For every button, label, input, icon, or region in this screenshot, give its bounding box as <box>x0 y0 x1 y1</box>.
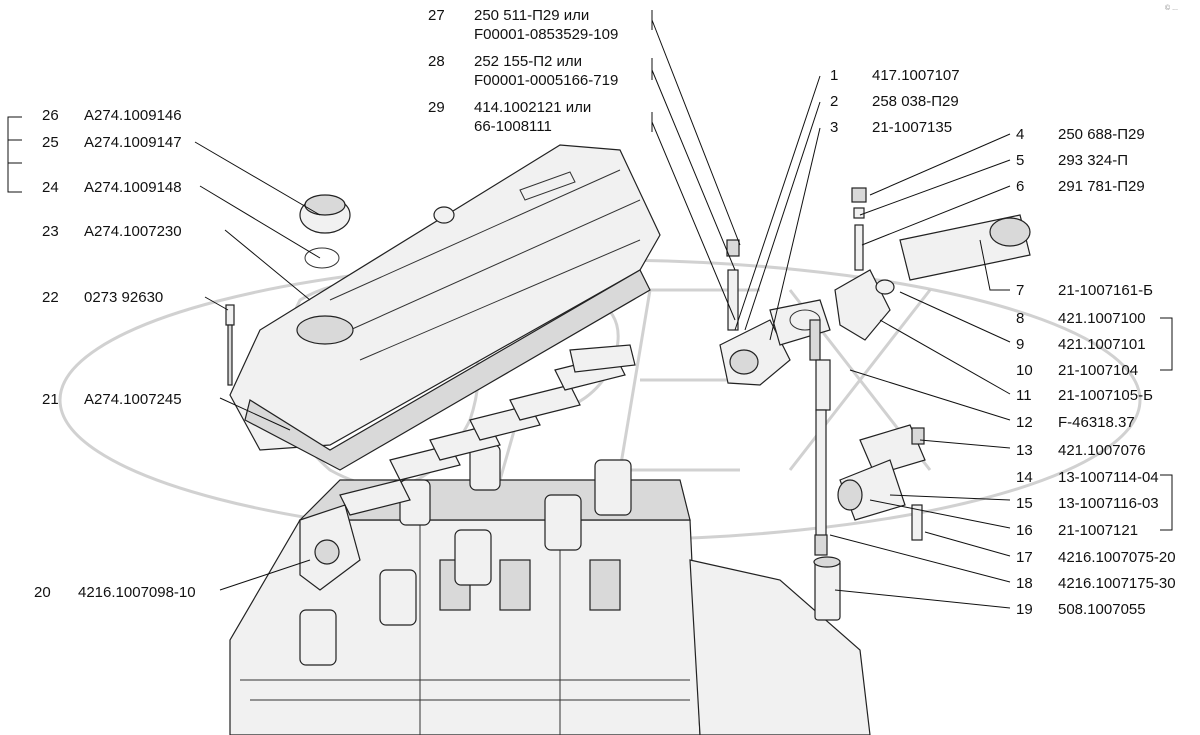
part-number-9: 421.1007101 <box>1058 336 1146 353</box>
part-number-14: 13-1007114-04 <box>1058 469 1159 486</box>
callout-number-18: 18 <box>1016 575 1033 592</box>
rocker-shaft-parts <box>834 187 1031 341</box>
part-number-22: 0273 92630 <box>84 289 163 306</box>
part-number-26: A274.1009146 <box>84 107 182 124</box>
rocker-bracket-20 <box>299 504 361 591</box>
part-number-23: A274.1007230 <box>84 223 182 240</box>
callout-number-9: 9 <box>1016 336 1024 353</box>
rocker-assembly <box>719 239 841 621</box>
callout-number-25: 25 <box>42 134 59 151</box>
part-number-12: F-46318.37 <box>1058 414 1135 431</box>
callout-number-22: 22 <box>42 289 59 306</box>
part-number-alt-29: 66-1008111 <box>474 118 552 135</box>
bolt-22 <box>225 304 235 386</box>
part-number-29: 414.1002121 или <box>474 99 591 116</box>
callout-number-24: 24 <box>42 179 59 196</box>
part-number-10: 21-1007104 <box>1058 362 1138 379</box>
callout-number-20: 20 <box>34 584 51 601</box>
callout-number-26: 26 <box>42 107 59 124</box>
callout-number-23: 23 <box>42 223 59 240</box>
part-number-7: 21-1007161-Б <box>1058 282 1153 299</box>
valve-cover <box>229 144 661 471</box>
part-number-11: 21-1007105-Б <box>1058 387 1153 404</box>
callout-number-13: 13 <box>1016 442 1033 459</box>
part-number-4: 250 688-П29 <box>1058 126 1145 143</box>
part-number-17: 4216.1007075-20 <box>1058 549 1176 566</box>
callout-number-21: 21 <box>42 391 59 408</box>
callout-number-4: 4 <box>1016 126 1024 143</box>
corner-mark: © ... <box>1165 4 1178 12</box>
oil-filler-cap <box>299 194 351 269</box>
callout-number-15: 15 <box>1016 495 1033 512</box>
part-number-5: 293 324-П <box>1058 152 1128 169</box>
callout-number-10: 10 <box>1016 362 1033 379</box>
part-number-15: 13-1007116-03 <box>1058 495 1159 512</box>
part-number-27: 250 511-П29 или <box>474 7 589 24</box>
callout-number-12: 12 <box>1016 414 1033 431</box>
lower-rocker-group <box>837 424 926 541</box>
part-number-28: 252 155-П2 или <box>474 53 582 70</box>
part-number-13: 421.1007076 <box>1058 442 1146 459</box>
part-number-2: 258 038-П29 <box>872 93 959 110</box>
part-number-20: 4216.1007098-10 <box>78 584 196 601</box>
callout-number-28: 28 <box>428 53 445 70</box>
part-number-1: 417.1007107 <box>872 67 960 84</box>
part-number-6: 291 781-П29 <box>1058 178 1145 195</box>
callout-number-1: 1 <box>830 67 838 84</box>
callout-number-17: 17 <box>1016 549 1033 566</box>
part-number-24: A274.1009148 <box>84 179 182 196</box>
callout-number-8: 8 <box>1016 310 1024 327</box>
part-number-19: 508.1007055 <box>1058 601 1146 618</box>
callout-number-11: 11 <box>1016 387 1032 404</box>
part-number-alt-27: F00001-0853529-109 <box>474 26 618 43</box>
part-number-25: A274.1009147 <box>84 134 182 151</box>
engine-block <box>229 479 871 735</box>
callout-number-29: 29 <box>428 99 445 116</box>
callout-number-2: 2 <box>830 93 838 110</box>
callout-number-16: 16 <box>1016 522 1033 539</box>
part-number-18: 4216.1007175-30 <box>1058 575 1176 592</box>
callout-number-3: 3 <box>830 119 838 136</box>
callout-number-14: 14 <box>1016 469 1033 486</box>
valve-springs <box>299 444 632 666</box>
callout-number-6: 6 <box>1016 178 1024 195</box>
part-number-8: 421.1007100 <box>1058 310 1146 327</box>
callout-number-27: 27 <box>428 7 445 24</box>
leader-lines <box>7 10 1173 609</box>
callout-number-7: 7 <box>1016 282 1024 299</box>
part-number-3: 21-1007135 <box>872 119 952 136</box>
part-number-alt-28: F00001-0005166-719 <box>474 72 618 89</box>
part-number-21: A274.1007245 <box>84 391 182 408</box>
callout-number-19: 19 <box>1016 601 1033 618</box>
callout-number-5: 5 <box>1016 152 1024 169</box>
part-number-16: 21-1007121 <box>1058 522 1138 539</box>
